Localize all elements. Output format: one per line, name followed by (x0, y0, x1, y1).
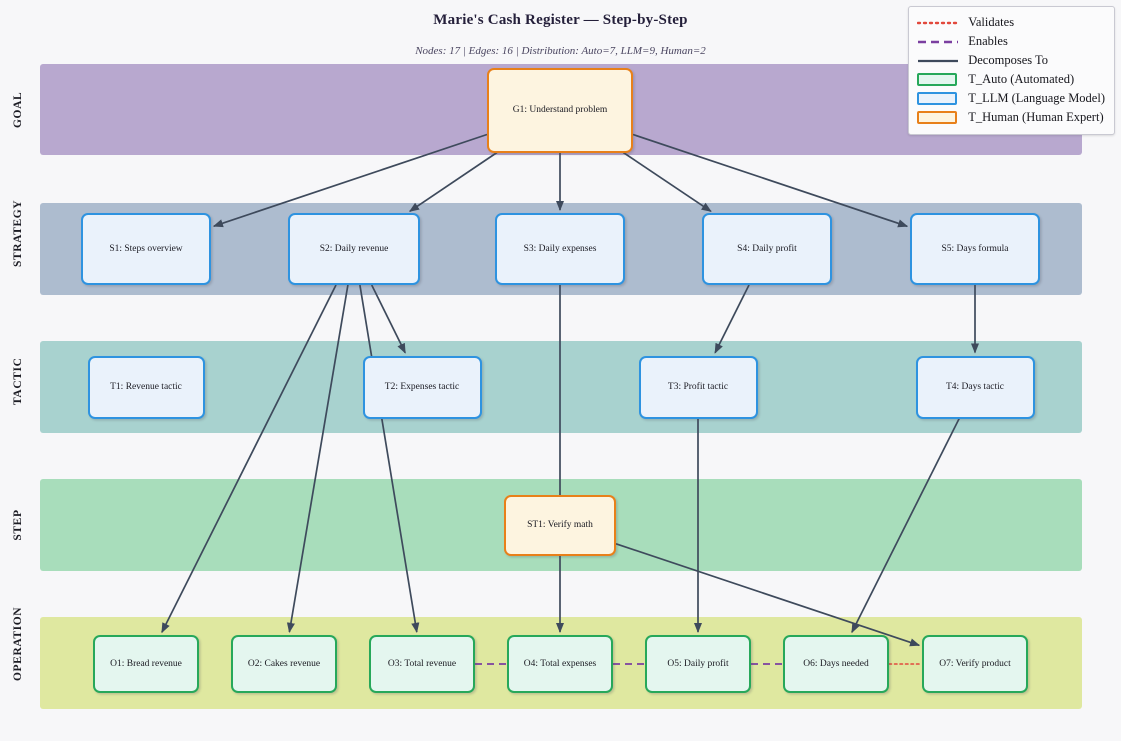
legend-item-label: T_Human (Human Expert) (968, 110, 1104, 124)
legend-color-box (917, 91, 958, 105)
legend-item: Decomposes To (917, 51, 1105, 70)
edge-t4-to-o6 (851, 418, 960, 634)
edge-s2-to-o3 (359, 284, 420, 634)
edge-s4-to-t3 (714, 284, 750, 354)
swimlane-band (40, 341, 1082, 433)
edge-s2-to-o1 (161, 284, 337, 634)
node-g1[interactable]: G1: Understand problem (487, 67, 633, 153)
legend-swatch (917, 72, 959, 87)
node-s2[interactable]: S2: Daily revenue (288, 213, 420, 285)
legend-swatch (917, 110, 959, 125)
node-t1[interactable]: T1: Revenue tactic (87, 355, 205, 419)
node-o2[interactable]: O2: Cakes revenue (231, 635, 337, 693)
legend-item: Validates (917, 13, 1105, 32)
edge-st1-to-o7 (615, 542, 921, 647)
node-s4[interactable]: S4: Daily profit (702, 213, 832, 285)
node-o7[interactable]: O7: Verify product (922, 635, 1028, 693)
node-s1[interactable]: S1: Steps overview (81, 213, 211, 285)
legend-line-solid-icon (917, 54, 959, 68)
node-t4[interactable]: T4: Days tactic (915, 355, 1035, 419)
legend-color-box (917, 110, 958, 124)
legend-item: T_LLM (Language Model) (917, 89, 1105, 108)
edge-s2-to-o2 (286, 284, 349, 634)
legend-item-label: Enables (968, 34, 1008, 48)
legend-item-label: T_LLM (Language Model) (968, 91, 1105, 105)
node-st1[interactable]: ST1: Verify math (504, 494, 616, 556)
legend-item: T_Auto (Automated) (917, 70, 1105, 89)
legend-swatch (917, 91, 959, 106)
edge-g1-to-s5 (632, 133, 909, 228)
node-o1[interactable]: O1: Bread revenue (93, 635, 199, 693)
page-title: Marie's Cash Register — Step-by-Step (433, 12, 688, 28)
node-s3[interactable]: S3: Daily expenses (495, 213, 625, 285)
page-subtitle: Nodes: 17 | Edges: 16 | Distribution: Au… (415, 45, 706, 57)
edge-g1-to-s4 (622, 151, 712, 213)
legend-line-dashed-icon (917, 35, 959, 49)
edge-g1-to-s1 (212, 133, 488, 228)
legend-item: Enables (917, 32, 1105, 51)
legend-item-label: Validates (968, 15, 1015, 29)
node-t3[interactable]: T3: Profit tactic (638, 355, 758, 419)
legend-item-label: Decomposes To (968, 53, 1049, 67)
node-t2[interactable]: T2: Expenses tactic (362, 355, 482, 419)
node-s5[interactable]: S5: Days formula (910, 213, 1040, 285)
edge-g1-to-s2 (408, 151, 498, 213)
legend-item: T_Human (Human Expert) (917, 108, 1105, 127)
legend-line-dotted-icon (917, 16, 960, 30)
node-o4[interactable]: O4: Total expenses (507, 635, 613, 693)
edge-s2-to-t2 (370, 284, 406, 354)
node-o3[interactable]: O3: Total revenue (369, 635, 475, 693)
legend-item-label: T_Auto (Automated) (968, 72, 1075, 86)
node-o6[interactable]: O6: Days needed (783, 635, 889, 693)
legend-color-box (917, 72, 958, 86)
node-o5[interactable]: O5: Daily profit (645, 635, 751, 693)
